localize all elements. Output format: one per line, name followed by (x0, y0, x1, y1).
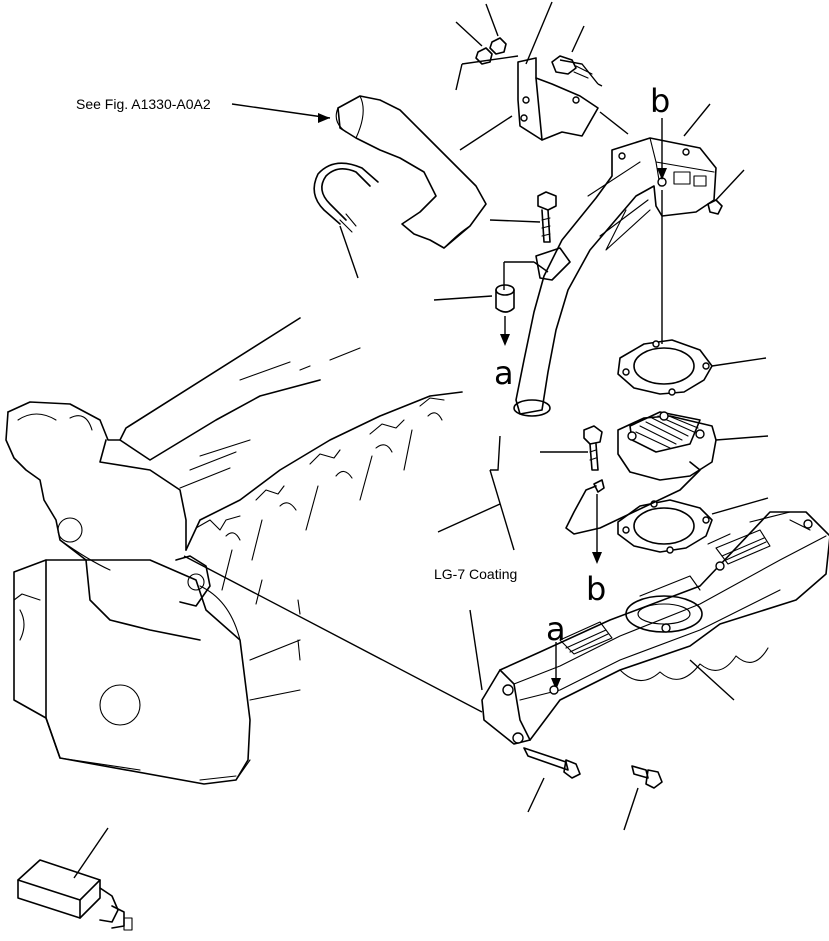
marker-b-top: b (650, 82, 670, 120)
u-bolt (313, 162, 379, 279)
gasket-upper (617, 339, 767, 396)
coating-label: LG-7 Coating (434, 566, 517, 582)
arrow-b-top (657, 118, 667, 344)
heater-bolt (540, 425, 603, 471)
see-fig-label: See Fig. A1330-A0A2 (76, 96, 211, 112)
marker-a-manifold: a (546, 610, 566, 648)
small-bolt-right (707, 169, 745, 215)
tool-part (17, 827, 133, 931)
arrow-a-manifold (551, 642, 561, 690)
marker-a-upper: a (494, 354, 514, 392)
hose (231, 95, 487, 249)
elbow-pipe (503, 103, 717, 417)
bracket (455, 1, 629, 151)
gasket-lower (617, 497, 769, 554)
connector-lines (183, 435, 515, 713)
pipe-bolt (489, 191, 557, 243)
marker-b-lower: b (586, 570, 606, 608)
intake-manifold (481, 511, 829, 745)
engine-block (5, 317, 463, 785)
heater-block (565, 411, 769, 535)
spacer (433, 284, 515, 346)
arrow-b-lower (592, 494, 602, 564)
manifold-bolts (523, 747, 663, 831)
